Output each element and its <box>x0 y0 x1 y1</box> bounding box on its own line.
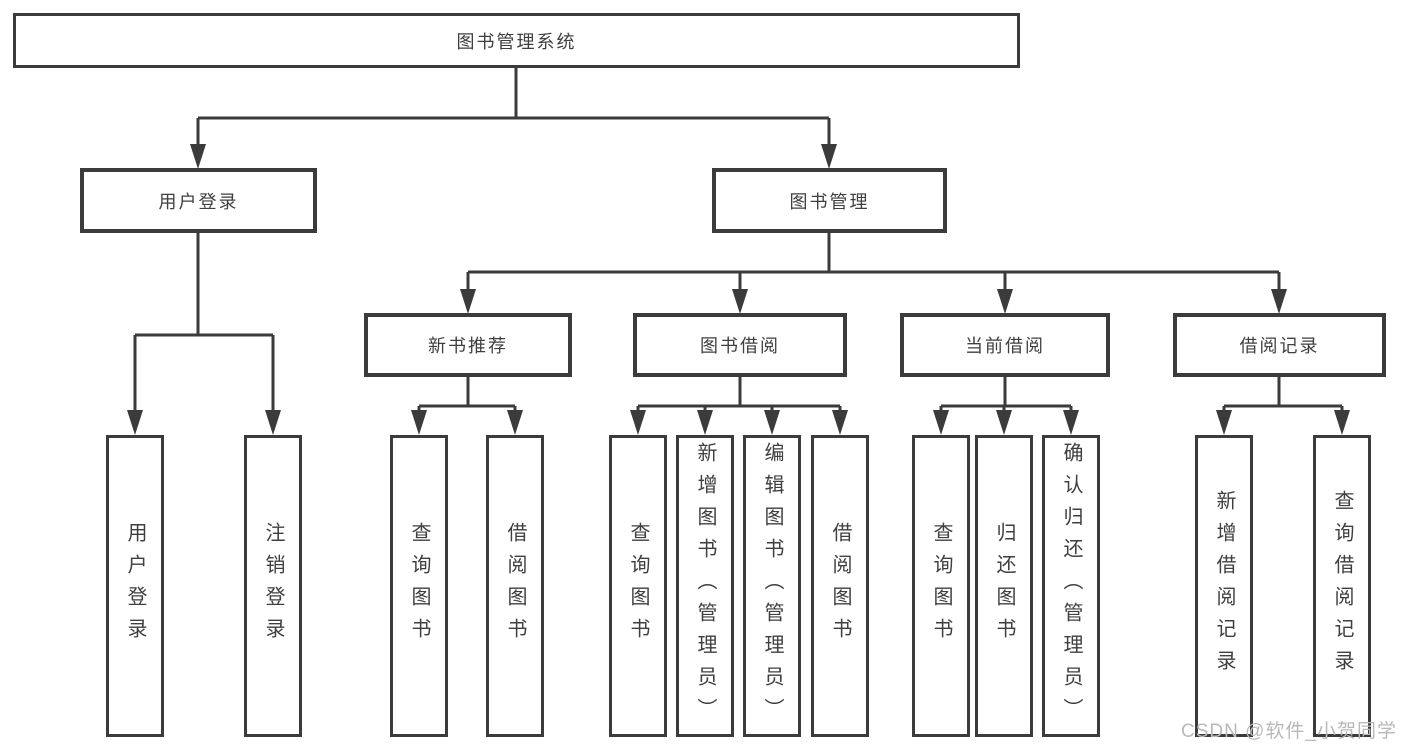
leaf-borrow-books-borrow-label: 借阅图书 <box>829 522 851 650</box>
leaf-query-books-recommend: 查询图书 <box>390 435 448 737</box>
leaf-edit-book-admin: 编辑图书（管理员） <box>743 435 801 737</box>
node-new-book-recommendation: 新书推荐 <box>364 313 572 377</box>
node-user-login: 用户登录 <box>80 168 317 233</box>
leaf-confirm-return-admin-label: 确认归还（管理员） <box>1060 442 1082 730</box>
node-book-management-label: 图书管理 <box>789 191 870 212</box>
leaf-borrow-books-recommend: 借阅图书 <box>486 435 544 737</box>
leaf-return-book: 归还图书 <box>975 435 1033 737</box>
node-current-borrowing-label: 当前借阅 <box>965 336 1045 356</box>
leaf-edit-book-admin-label: 编辑图书（管理员） <box>761 442 783 730</box>
leaf-add-book-admin: 新增图书（管理员） <box>676 435 734 737</box>
node-new-book-recommendation-label: 新书推荐 <box>428 336 508 356</box>
node-root-label: 图书管理系统 <box>456 31 577 52</box>
leaf-logout-login-label: 注销登录 <box>262 522 284 650</box>
leaf-borrow-books-recommend-label: 借阅图书 <box>504 522 526 650</box>
node-current-borrowing: 当前借阅 <box>900 313 1110 377</box>
leaf-query-books-borrow-label: 查询图书 <box>627 522 649 650</box>
leaf-user-login: 用户登录 <box>106 435 164 737</box>
node-borrowing-records-label: 借阅记录 <box>1239 336 1320 356</box>
leaf-add-borrow-record: 新增借阅记录 <box>1195 435 1253 737</box>
node-book-management: 图书管理 <box>712 168 947 233</box>
node-borrowing-records: 借阅记录 <box>1173 313 1386 377</box>
leaf-query-books-current-label: 查询图书 <box>930 522 952 650</box>
node-book-borrowing: 图书借阅 <box>633 313 847 377</box>
node-user-login-label: 用户登录 <box>158 191 239 212</box>
watermark: CSDN @软件_小贺同学 <box>1181 721 1397 742</box>
leaf-user-login-label: 用户登录 <box>124 522 146 650</box>
leaf-add-book-admin-label: 新增图书（管理员） <box>694 442 716 730</box>
node-book-borrowing-label: 图书借阅 <box>700 336 780 356</box>
leaf-return-book-label: 归还图书 <box>993 522 1015 650</box>
leaf-query-books-borrow: 查询图书 <box>609 435 667 737</box>
leaf-query-borrow-record: 查询借阅记录 <box>1313 435 1371 737</box>
leaf-query-borrow-record-label: 查询借阅记录 <box>1331 490 1353 682</box>
leaf-query-books-current: 查询图书 <box>912 435 970 737</box>
leaf-logout-login: 注销登录 <box>244 435 302 737</box>
leaf-query-books-recommend-label: 查询图书 <box>408 522 430 650</box>
leaf-confirm-return-admin: 确认归还（管理员） <box>1042 435 1100 737</box>
leaf-add-borrow-record-label: 新增借阅记录 <box>1213 490 1235 682</box>
leaf-borrow-books-borrow: 借阅图书 <box>811 435 869 737</box>
node-root: 图书管理系统 <box>13 13 1020 68</box>
